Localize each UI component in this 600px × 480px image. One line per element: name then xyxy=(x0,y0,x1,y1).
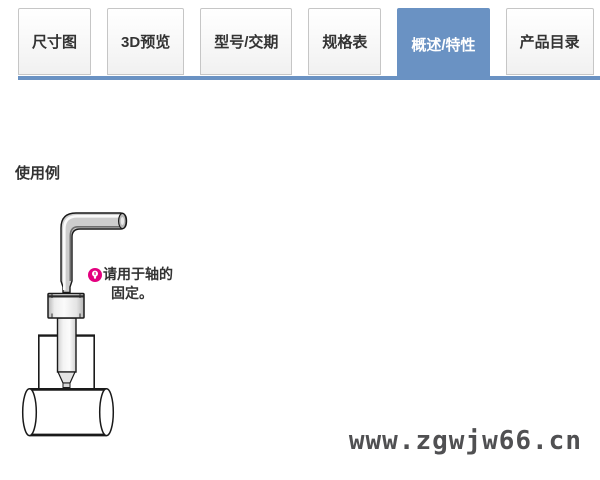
usage-example-illustration xyxy=(21,212,128,437)
tab-part-number-delivery[interactable]: 型号/交期 xyxy=(200,8,293,75)
tabbar: 尺寸图 3D预览 型号/交期 规格表 概述/特性 产品目录 xyxy=(18,8,594,80)
hint-text-line1: 请用于轴的 xyxy=(103,266,173,282)
watermark-text: www.zgwjw66.cn xyxy=(348,426,582,456)
tab-product-catalog[interactable]: 产品目录 xyxy=(505,8,594,75)
set-screw-head xyxy=(47,292,85,319)
section-title-usage-example: 使用例 xyxy=(15,165,61,182)
tab-overview-features[interactable]: 概述/特性 xyxy=(397,8,490,80)
tab-specifications[interactable]: 规格表 xyxy=(308,8,382,75)
hint-text-line2: 固定。 xyxy=(111,285,153,301)
active-tab-underline xyxy=(18,76,600,80)
hint-bulb-icon xyxy=(88,268,102,282)
set-screw xyxy=(56,317,77,388)
tab-dimension-drawing[interactable]: 尺寸图 xyxy=(18,8,92,75)
tab-3d-preview[interactable]: 3D预览 xyxy=(107,8,185,75)
hint-note: 请用于轴的 固定。 xyxy=(88,265,173,303)
shaft xyxy=(21,387,115,437)
hex-wrench xyxy=(60,212,128,294)
